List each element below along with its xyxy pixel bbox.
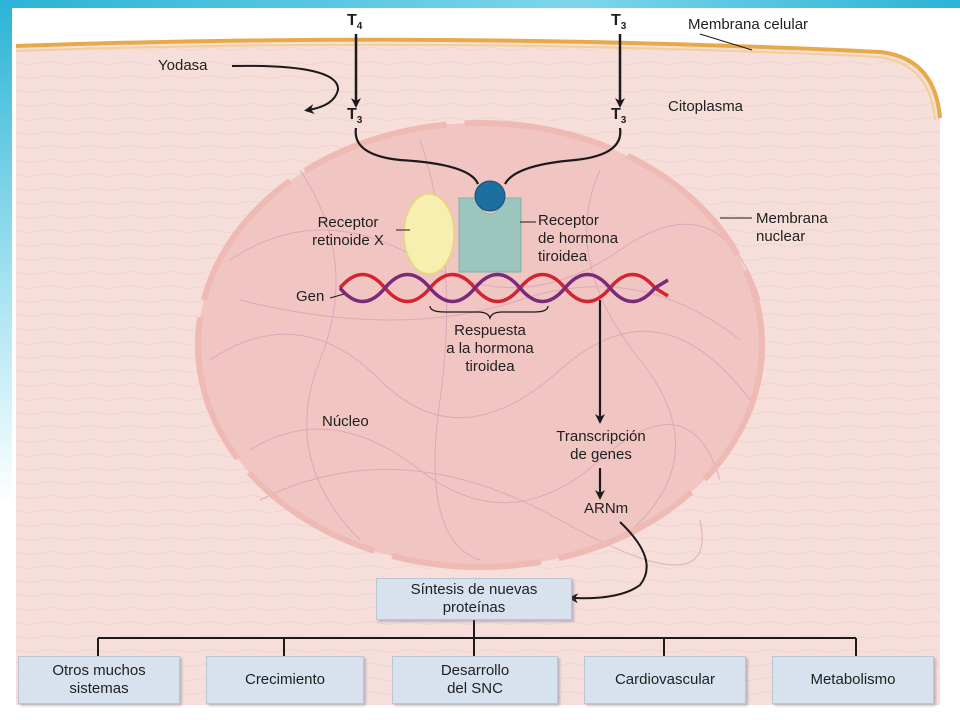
retinoid-x-receptor (403, 193, 455, 275)
dna-helix (338, 272, 669, 304)
nucleus (198, 123, 762, 567)
cell-membrane-label: Membrana celular (688, 16, 809, 33)
synthesis-arrow (568, 521, 648, 604)
slide-frame-left (0, 0, 12, 720)
nucleus-label: Núcleo (322, 413, 369, 430)
effect-box-cardiovascular: Cardiovascular (584, 656, 746, 704)
chromatin (209, 139, 761, 566)
t3-right-path (504, 127, 622, 185)
slide-frame-top (0, 0, 960, 8)
yodasa-label: Yodasa (158, 57, 208, 74)
mrna-label: ARNm (584, 500, 629, 517)
gene-leader (329, 293, 345, 299)
nuclear-membrane (195, 120, 765, 570)
effects-tree (97, 618, 857, 656)
response-bracket (429, 305, 549, 321)
effect-box-metabolism: Metabolismo (772, 656, 934, 704)
cytoplasm-label: Citoplasma (668, 98, 744, 115)
cell-membrane-leader (699, 33, 753, 51)
cell-membrane (15, 37, 942, 119)
yodasa-arrow (231, 64, 340, 115)
thyroid-hormone-ball (474, 180, 506, 212)
t4-label: T4 (347, 12, 363, 32)
gene-label: Gen (296, 288, 325, 305)
t3-left-label: T3 (347, 106, 363, 126)
t3-left-path (354, 127, 480, 185)
t3-top-label: T3 (611, 12, 627, 32)
t3-right-label: T3 (611, 106, 627, 126)
effect-box-growth: Crecimiento (206, 656, 364, 704)
